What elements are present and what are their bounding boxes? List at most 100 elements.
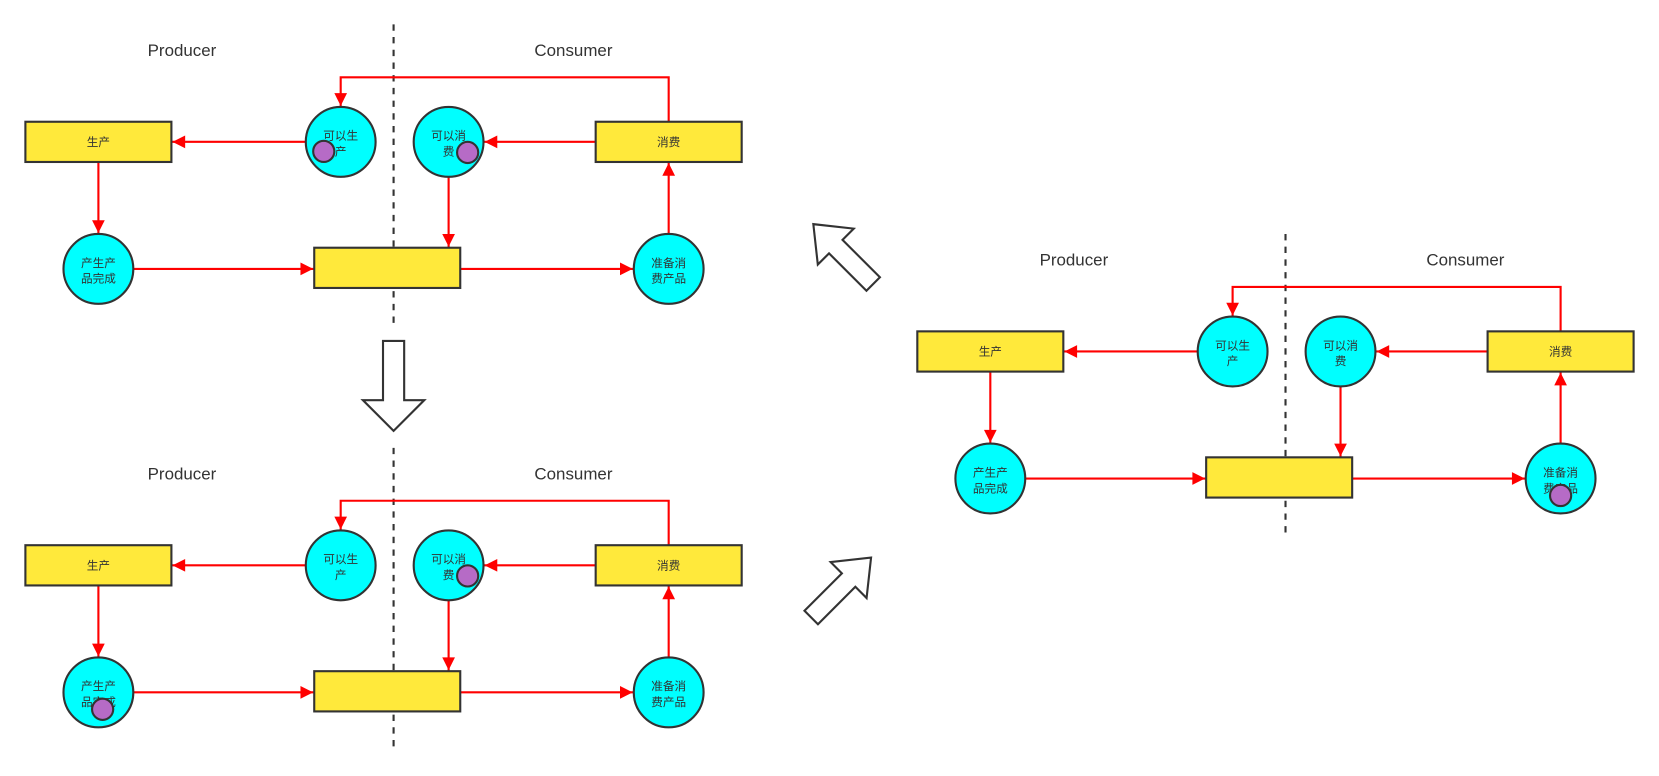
arrowhead-icon [662,586,676,600]
arrowhead-icon [442,233,455,247]
transition-label: 消费 [657,135,680,149]
place-label-line: 可以消 [431,552,466,566]
producer-lane-title: Producer [148,465,217,484]
consumer-lane-title: Consumer [1426,251,1504,270]
arrowhead-icon [92,643,105,657]
token-icon [456,140,480,165]
place-label-line: 费产品 [651,272,686,286]
transition-buffer [313,670,462,713]
transition-box [1205,456,1354,499]
arrowhead-icon [1226,302,1239,316]
place-circle [62,232,135,305]
producer-lane-title: Producer [148,41,217,60]
place-label-line: 费 [443,145,455,159]
place-label-line: 准备消 [651,256,686,270]
arrowhead-icon [172,558,186,572]
arrowhead-icon [484,558,498,572]
place-label-line: 产生产 [81,679,116,693]
place-label-line: 费 [443,568,455,582]
arrowhead-icon [983,429,997,443]
place-label-line: 可以消 [1323,338,1358,352]
transition-box [313,670,462,713]
transition-box [24,544,173,587]
place-label-line: 产 [1227,354,1239,368]
place-label-line: 可以生 [323,129,358,143]
transition-consume: 消费 [594,120,743,164]
transition-label: 消费 [657,559,680,573]
place-label-line: 可以消 [431,129,466,143]
place-label-line: 产 [335,568,347,582]
arrowhead-icon [172,135,186,149]
arrowhead-icon [1554,372,1567,386]
edges [92,499,676,699]
arrowhead-icon [1376,345,1390,358]
arrowhead-icon [334,93,348,106]
transition-consume: 消费 [1486,330,1635,373]
place-label-line: 费产品 [651,695,686,709]
down-arrow-icon [360,339,427,433]
token-icon [90,697,115,721]
place-label-line: 费 [1335,354,1347,368]
arrowhead-icon [300,686,314,699]
transition-box [24,120,173,164]
transition-consume: 消费 [594,544,743,587]
transition-box [916,330,1065,373]
transition-label: 生产 [87,135,110,149]
place-label-line: 准备消 [651,679,686,693]
arrowhead-icon [620,262,633,276]
consumer-lane-title: Consumer [534,465,612,484]
arrowhead-icon [1064,345,1078,358]
place-circle [954,442,1027,515]
token-icon [1548,483,1573,508]
arrowhead-icon [1334,443,1347,457]
place-circle [304,529,377,602]
arrowhead-icon [662,163,676,176]
transition-label: 生产 [979,345,1002,359]
transition-buffer [313,246,462,290]
edges [983,285,1567,485]
place-label-line: 可以生 [1215,338,1250,352]
up-right-arrow-icon [802,556,873,626]
place-label-line: 准备消 [1543,465,1578,479]
transition-box [313,246,462,290]
token-icon [312,139,336,164]
arrowhead-icon [300,262,314,276]
edge-consume-to-can-produce [1231,285,1562,332]
place-circle [62,656,135,729]
arrowhead-icon [334,516,348,530]
transition-produce: 生产 [24,120,173,164]
consumer-lane-title: Consumer [534,41,612,60]
transition-label: 消费 [1549,345,1572,359]
transition-box [594,120,743,164]
place-circle [1196,315,1269,388]
transition-produce: 生产 [916,330,1065,373]
transition-box [594,544,743,587]
transition-box [1486,330,1635,373]
place-label-line: 产生产 [81,256,116,270]
place-label-line: 可以生 [323,552,358,566]
edge-consume-to-can-produce [339,499,670,546]
arrowhead-icon [1511,472,1525,485]
place-circle [632,656,705,729]
producer-lane-title: Producer [1040,251,1109,270]
up-left-arrow-icon [812,222,882,293]
place-label-line: 品完成 [81,272,116,286]
place-label-line: 品完成 [973,481,1008,495]
edges [92,76,676,276]
place-label-line: 产 [335,145,347,159]
token-icon [456,564,480,588]
transition-produce: 生产 [24,544,173,587]
